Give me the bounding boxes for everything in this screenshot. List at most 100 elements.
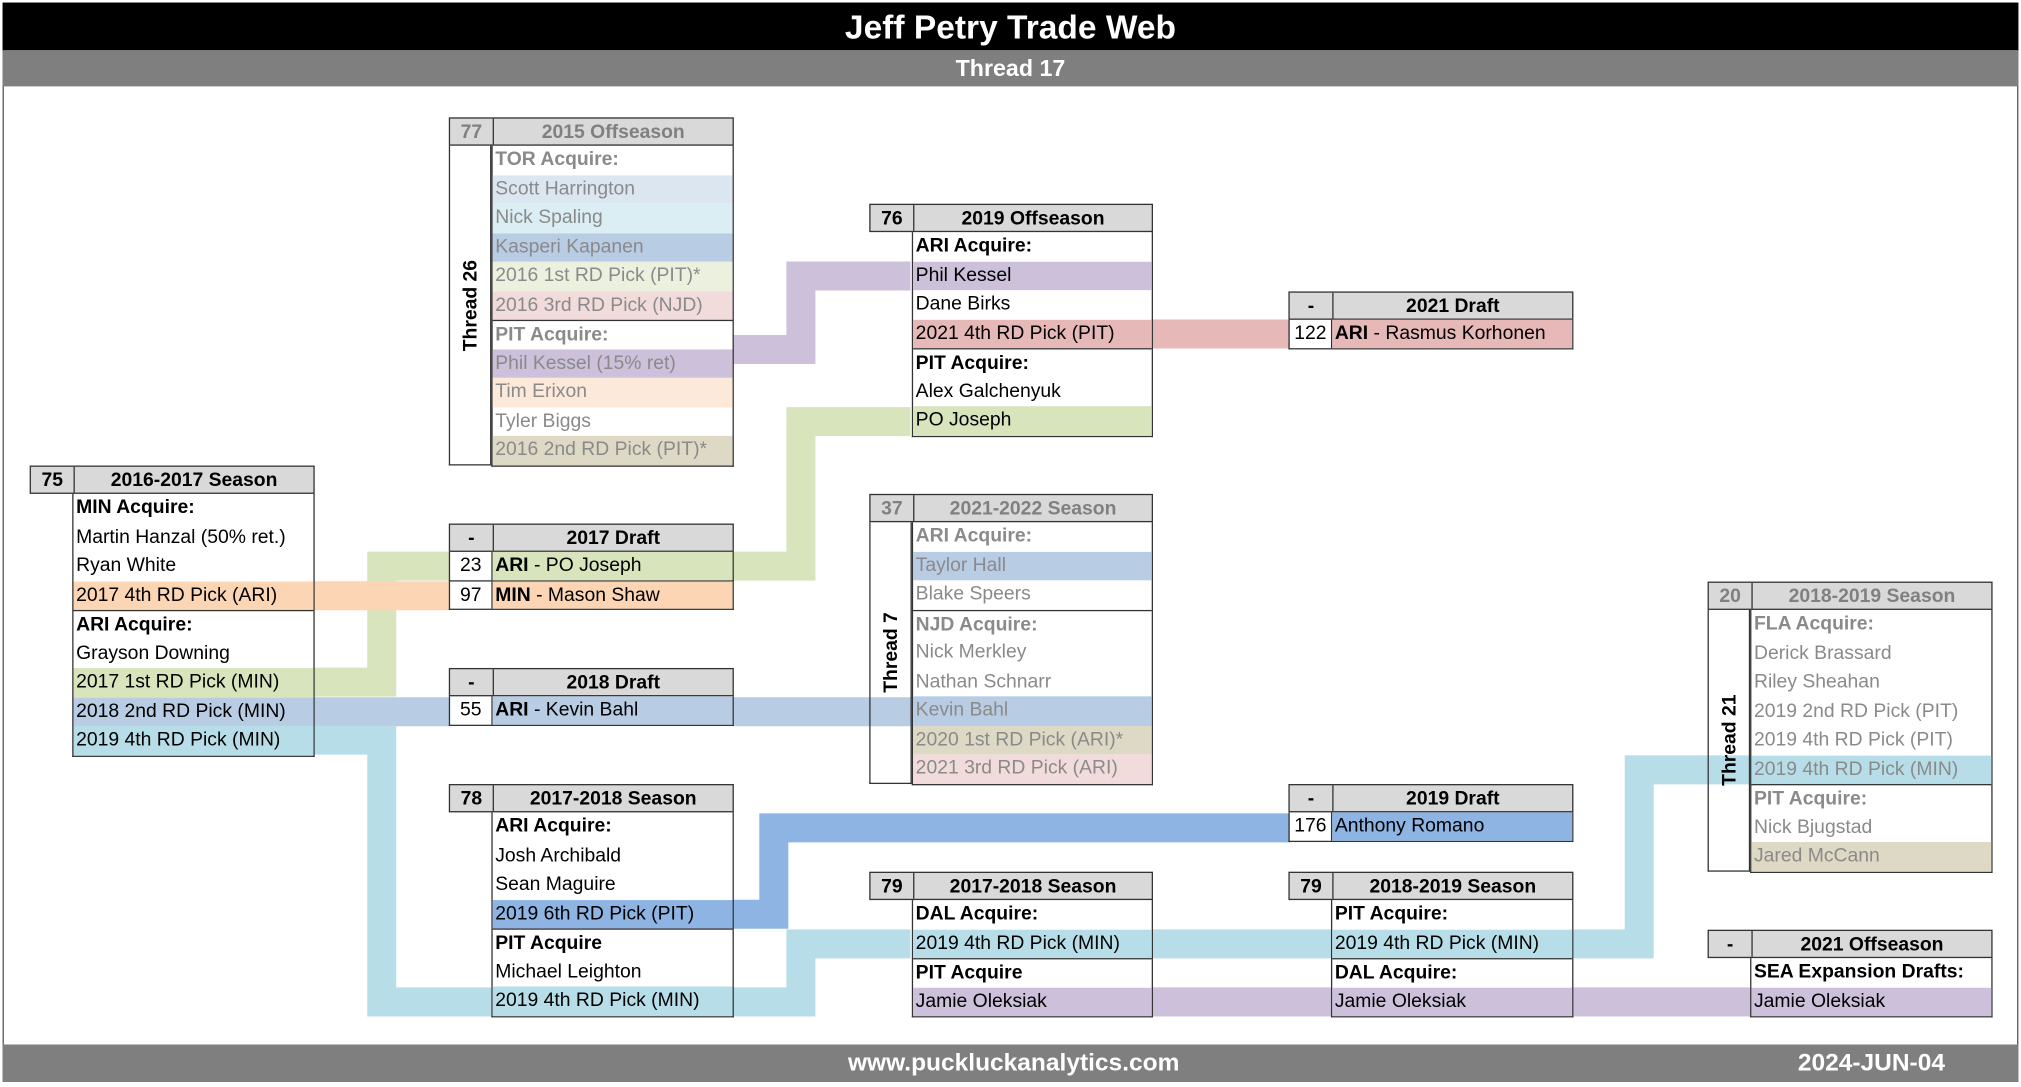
pick-player: ARI - Kevin Bahl [492,696,733,725]
trade-box-79-2017: 79 2017-2018 Season DAL Acquire:2019 4th… [869,871,1153,1018]
trade-asset: 2021 3rd RD Pick (ARI) [913,754,1152,784]
thread-label: Thread 26 [448,145,492,466]
draft-title: 2018 Draft [566,671,661,694]
trade-number: 20 [1709,582,1753,609]
acquire-heading: SEA Expansion Drafts: [1753,960,1964,983]
trade-asset: Tyler Biggs [495,409,591,432]
page-title: Jeff Petry Trade Web [2,2,2019,51]
pick-number: 23 [450,551,493,580]
pick-number: 122 [1290,319,1333,348]
trade-asset: 2019 4th RD Pick (MIN) [1751,755,1992,785]
trade-asset: Nathan Schnarr [915,669,1052,692]
acquire-heading: DAL Acquire: [1332,958,1573,987]
connector-2019-4th-a [313,725,492,1017]
trade-asset: Martin Hanzal (50% ret.) [76,525,286,548]
trade-asset: PO Joseph [913,406,1152,436]
trade-asset: 2016 1st RD Pick (PIT)* [492,261,733,291]
pick-player: ARI - PO Joseph [492,551,733,580]
trade-asset: 2019 6th RD Pick (PIT) [492,899,733,929]
acquire-heading: MIN Acquire: [76,496,195,519]
trade-title: 2017-2018 Season [949,875,1117,898]
acquire-heading: PIT Acquire [913,958,1152,987]
trade-asset: 2019 4th RD Pick (MIN) [73,725,314,756]
pick-player: ARI - Rasmus Korhonen [1332,319,1573,348]
trade-number: 75 [31,466,75,493]
trade-asset: Taylor Hall [913,551,1152,581]
trade-number: 79 [871,872,915,899]
pick-number: 176 [1290,812,1333,841]
trade-asset: 2019 4th RD Pick (MIN) [492,986,733,1016]
connector-2019-4th-b [732,929,911,1017]
trade-asset: Ryan White [76,554,177,577]
draft-title: 2017 Draft [566,527,661,550]
trade-asset: 2019 4th RD Pick (PIT) [1753,728,1953,751]
trade-asset: Kasperi Kapanen [492,232,733,262]
trade-number: 77 [450,118,494,145]
trade-asset: Jamie Oleksiak [1751,987,1992,1017]
trade-title: 2021-2022 Season [949,497,1117,520]
trade-asset: Phil Kessel [913,261,1152,291]
trade-number: 37 [871,495,915,521]
connector-2019-6th [732,813,1290,929]
trade-asset: 2016 3rd RD Pick (NJD) [492,290,733,320]
footer-date: 2024-JUN-04 [1797,1049,1945,1077]
acquire-heading: ARI Acquire: [915,524,1033,547]
trade-number: 79 [1290,872,1334,899]
connector-po-joseph [732,407,911,581]
trade-asset: 2021 4th RD Pick (PIT) [913,319,1152,349]
trade-asset: Derick Brassard [1753,641,1892,664]
trade-asset: Nick Merkley [915,640,1027,663]
trade-number: 76 [871,205,915,231]
trade-asset: 2016 2nd RD Pick (PIT)* [492,435,733,465]
draft-title: 2019 Draft [1406,787,1500,810]
trade-asset: Dane Birks [915,292,1011,315]
trade-asset: Tim Erixon [492,377,733,407]
trade-box-2021-offseason: - 2021 Offseason SEA Expansion Drafts:Ja… [1707,929,1993,1018]
trade-title: 2015 Offseason [541,121,685,144]
trade-title: 2017-2018 Season [529,787,697,810]
acquire-heading: FLA Acquire: [1753,612,1875,635]
connector-2017-1st [313,551,451,697]
trade-title: 2021 Offseason [1800,933,1944,956]
trade-title: 2018-2019 Season [1369,875,1537,898]
trade-asset: Nick Bjugstad [1753,815,1873,838]
trade-box-78: 78 2017-2018 Season ARI Acquire:Josh Arc… [448,784,734,1017]
thread-subtitle: Thread 17 [2,50,2019,87]
trade-asset: Grayson Downing [76,641,230,664]
trade-box-77: 77 2015 Offseason Thread 26 TOR Acquire:… [448,117,734,467]
thread-label: Thread 21 [1707,609,1751,872]
acquire-heading: PIT Acquire: [1751,784,1992,813]
trade-box-75: 75 2016-2017 Season MIN Acquire:Martin H… [29,465,315,757]
footer-url[interactable]: www.puckluckanalytics.com [847,1049,1180,1077]
acquire-heading: PIT Acquire [492,928,733,957]
acquire-heading: PIT Acquire: [913,348,1152,377]
trade-box-79-2018: 79 2018-2019 Season PIT Acquire: 2019 4th… [1288,871,1574,1018]
acquire-heading: ARI Acquire: [915,234,1033,257]
trade-asset: Alex Galchenyuk [915,379,1061,402]
pick-number: 97 [450,580,493,609]
trade-box-76: 76 2019 Offseason ARI Acquire:Phil Kesse… [869,203,1153,437]
trade-asset: Jamie Oleksiak [913,987,1152,1017]
trade-number: 78 [450,785,494,812]
trade-asset: Scott Harrington [492,174,733,204]
acquire-heading: NJD Acquire: [913,609,1152,638]
acquire-heading: PIT Acquire: [1334,902,1449,925]
connector-kessel [732,261,911,364]
trade-asset: Phil Kessel (15% ret) [492,348,733,378]
trade-asset: Sean Maguire [495,872,616,895]
thread-label: Thread 7 [869,522,912,785]
trade-asset: 2019 4th RD Pick (MIN) [1332,929,1573,959]
connector-2019-4th-d [1570,755,1752,959]
trade-asset: 2019 4th RD Pick (MIN) [913,929,1152,959]
trade-asset: 2017 1st RD Pick (MIN) [73,667,314,697]
trade-asset: Riley Sheahan [1753,670,1880,693]
trade-asset: 2017 4th RD Pick (ARI) [73,580,314,610]
trade-asset: Nick Spaling [492,203,733,233]
acquire-heading: ARI Acquire: [73,609,314,639]
pick-player: MIN - Mason Shaw [492,580,733,609]
